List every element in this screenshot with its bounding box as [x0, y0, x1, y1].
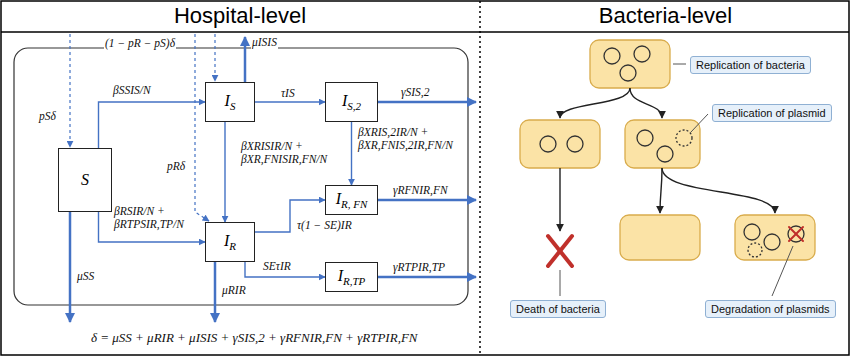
- compartment-box: IR, FN: [325, 185, 378, 215]
- new-plasmid-circle: [676, 130, 692, 146]
- compartment-label: IR, FN: [336, 190, 368, 210]
- bacteria-cell: [520, 40, 815, 260]
- rate-label: μRIR: [221, 284, 247, 297]
- hospital-enclosure: [14, 48, 468, 305]
- compartment-label: IS,2: [342, 92, 361, 112]
- outflow-arrow: [378, 276, 476, 279]
- plasmid-circle: [540, 46, 804, 250]
- transition-arrow: [351, 122, 352, 185]
- division-arrow: [630, 88, 662, 118]
- connector-layer: [99, 102, 352, 277]
- bacteria-cell: [590, 40, 670, 88]
- rate-label: βXRISIR/N + βXR,FNISIR,FN/N: [240, 140, 324, 166]
- rate-label: τIS: [280, 87, 296, 100]
- rate-label: (1 − pR − pS)δ: [104, 37, 176, 50]
- red-cross: [548, 236, 572, 266]
- outflow-arrow: [244, 37, 247, 82]
- bacteria-cell: [735, 215, 815, 260]
- rate-label: μSS: [76, 270, 95, 283]
- figure-frame: [479, 1, 481, 355]
- rate-label: γRFNIR,FN: [392, 184, 449, 197]
- new-plasmid-circle: [748, 243, 762, 257]
- outflow-arrow: [70, 37, 476, 322]
- compartment-label: IR,TP: [338, 267, 366, 287]
- plasmid-circle: [657, 146, 673, 162]
- red-cross: [789, 227, 803, 241]
- transition-arrow: [255, 101, 325, 102]
- rate-label: βRSIR/N + βRTPSIR,TP/N: [113, 205, 189, 231]
- division-arrow: [662, 168, 775, 213]
- callout-box: Replication of bacteria: [690, 56, 811, 74]
- hospital-enclosure: [14, 48, 468, 305]
- rate-label: βSSIS/N: [112, 84, 152, 97]
- transition-arrow: [224, 122, 225, 222]
- plasmid-circle: [637, 130, 653, 146]
- rate-label: βXRIS,2IR/N + βXR,FNIS,2IR,FN/N: [357, 126, 465, 152]
- rate-label: pRδ: [166, 160, 186, 173]
- bacteria-cell: [520, 120, 600, 168]
- panel-cell: Hospital-levelS IS IS,2IR IR, FN IR,TP: [0, 0, 480, 356]
- equation-text: δ = μSS + μRIR + μISIS + γSIS,2 + γRFNIR…: [90, 330, 419, 345]
- transition-arrow: [99, 102, 206, 148]
- callout-text: Replication of plasmid: [718, 107, 826, 119]
- division-arrow: [559, 168, 560, 231]
- compartment-box: IS,2: [325, 82, 378, 122]
- rate-label: γRTPIR,TP: [392, 261, 446, 274]
- outflow-arrow: [69, 212, 72, 322]
- red-cross: [548, 236, 572, 266]
- leader-line: [772, 246, 793, 296]
- rate-label: μISIS: [251, 36, 278, 49]
- panel-cell: Bacteria-levelReplication of bacteriaRep…: [481, 0, 850, 356]
- red-cross: [548, 227, 803, 266]
- callout-box: Degradation of plasmids: [705, 300, 836, 318]
- plasmid-circle: [744, 224, 760, 240]
- rate-label: SEτIR: [262, 260, 292, 273]
- compartment-box: IR: [205, 222, 255, 262]
- inflow-arrow: [195, 34, 209, 221]
- leader-line: [691, 114, 708, 132]
- plasmid-circle: [764, 234, 780, 250]
- rate-label: pSδ: [38, 110, 57, 123]
- figure-frame: [1, 31, 849, 33]
- leader-line: [673, 64, 686, 65]
- bacteria-cell: [625, 120, 700, 168]
- panel-heading: Bacteria-level: [481, 0, 850, 32]
- red-cross: [789, 227, 803, 241]
- division-arrow: [660, 168, 662, 213]
- callout-text: Replication of bacteria: [696, 59, 805, 71]
- division-arrow: [560, 88, 630, 118]
- plasmid-circle: [634, 46, 650, 62]
- bacteria-cell: [620, 215, 700, 260]
- compartment-label: IR: [224, 232, 236, 252]
- outflow-arrow: [378, 199, 476, 202]
- plasmid-circle: [604, 48, 620, 64]
- panel-heading: Hospital-level: [0, 0, 480, 32]
- leader-line: [560, 270, 561, 296]
- compartment-box: IS: [205, 82, 255, 122]
- plasmid-circle: [540, 136, 556, 152]
- compartment-label: S: [81, 171, 89, 189]
- outflow-arrow: [214, 262, 217, 322]
- callout-box: Death of bacteria: [510, 300, 606, 318]
- compartment-box: IR,TP: [325, 262, 378, 292]
- compartment-box: S: [58, 148, 112, 212]
- callout-box: Replication of plasmid: [712, 104, 832, 122]
- outflow-arrow: [378, 101, 476, 104]
- callout-text: Degradation of plasmids: [711, 303, 830, 315]
- compartment-label: IS: [225, 92, 236, 112]
- new-plasmid-circle: [676, 130, 762, 257]
- leader-line: [560, 64, 793, 296]
- callout-text: Death of bacteria: [516, 303, 600, 315]
- inflow-arrow: [69, 34, 70, 147]
- plasmid-circle: [567, 136, 583, 152]
- inflow-arrow: [214, 34, 215, 81]
- plasmid-circle: [788, 226, 804, 242]
- rate-label: γSIS,2: [400, 86, 431, 99]
- plasmid-circle: [620, 65, 636, 81]
- rate-label: τ(1 − SE)IR: [296, 219, 353, 232]
